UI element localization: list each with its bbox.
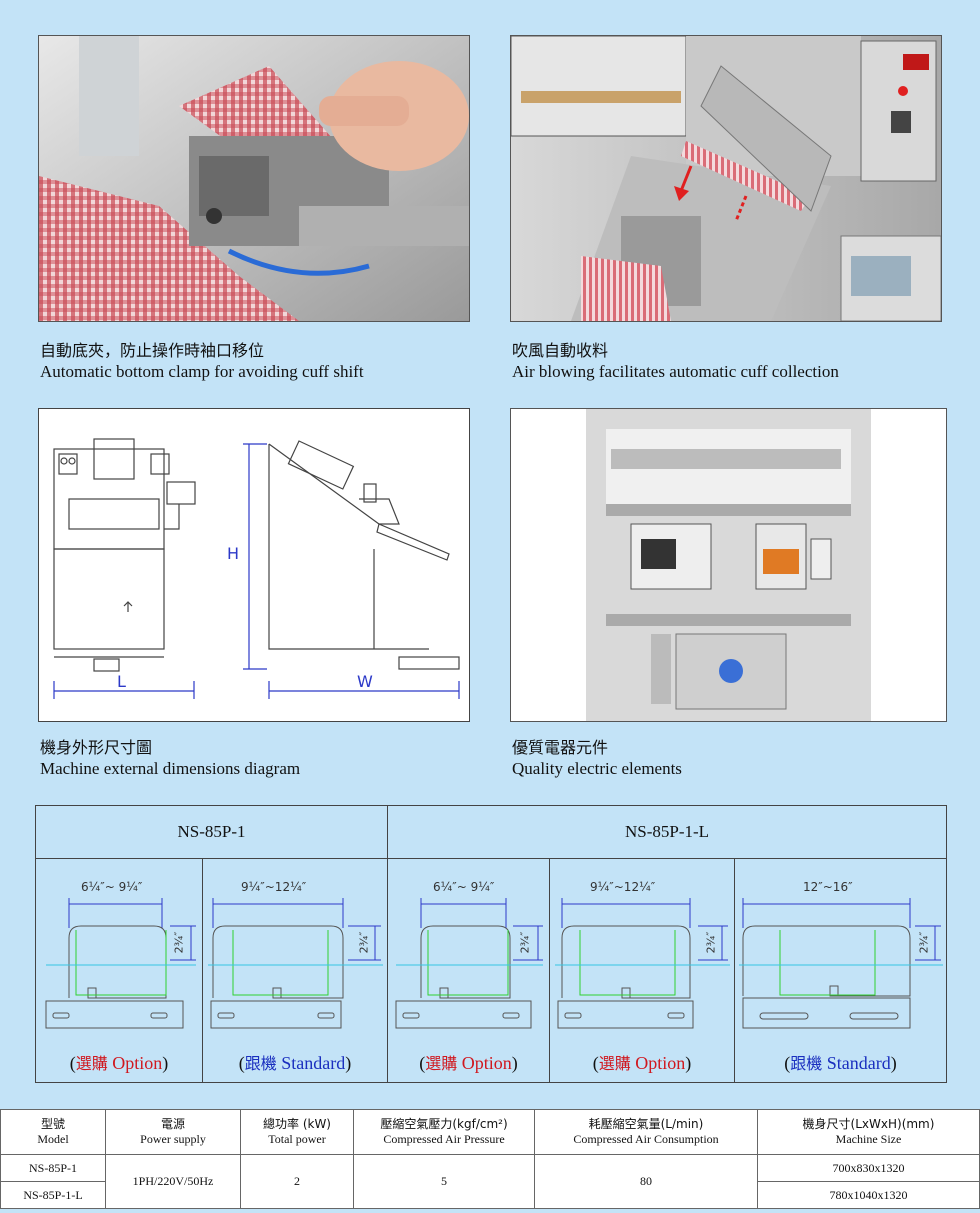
template-3-status-en: Option (461, 1053, 512, 1073)
row-1-size: 700x830x1320 (757, 1154, 980, 1182)
dimension-label-w: W (357, 672, 373, 691)
caption-clamp-en: Automatic bottom clamp for avoiding cuff… (40, 362, 364, 381)
header-power-supply-en: Power supply (140, 1132, 206, 1146)
electric-elements-photo (510, 408, 947, 722)
header-total-power-zh: 總功率 (kW) (263, 1117, 331, 1131)
caption-dims-en: Machine external dimensions diagram (40, 759, 301, 778)
header-machine-size-zh: 機身尺寸(LxWxH)(mm) (802, 1117, 935, 1131)
header-pressure-en: Compressed Air Pressure (383, 1132, 505, 1146)
header-model-en: Model (37, 1132, 69, 1146)
header-power-supply-zh: 電源 (160, 1117, 185, 1131)
template-1-status-zh: 選購 (75, 1054, 108, 1073)
caption-air: 吹風自動收料 Air blowing facilitates automatic… (512, 340, 839, 382)
template-4-status-zh: 選購 (598, 1054, 631, 1073)
model-header-right: NS-85P-1-L (388, 806, 946, 859)
template-1: 6¼″~ 9¼″ 2¾″ (選購 Option) (36, 858, 203, 1082)
header-model-zh: 型號 (40, 1117, 65, 1131)
template-3-status: (選購 Option) (419, 1053, 518, 1073)
template-3-width: 6¼″~ 9¼″ (433, 880, 495, 894)
template-2-height: 2¾″ (357, 931, 371, 954)
template-3-height: 2¾″ (518, 931, 532, 954)
shared-power-supply: 1PH/220V/50Hz (105, 1154, 241, 1209)
header-pressure: 壓縮空氣壓力(kgf/cm²)Compressed Air Pressure (353, 1109, 535, 1155)
clamp-photo (38, 35, 470, 322)
template-5: 12″~16″ 2¾″ (跟機 Standard) (735, 858, 946, 1082)
header-consumption-zh: 耗壓縮空氣量(L/min) (588, 1117, 704, 1131)
header-total-power: 總功率 (kW)Total power (240, 1109, 354, 1155)
caption-elec-en: Quality electric elements (512, 759, 682, 778)
template-3: 6¼″~ 9¼″ 2¾″ (選購 Option) (388, 858, 550, 1082)
template-5-status-zh: 跟機 (790, 1054, 823, 1073)
template-3-status-zh: 選購 (425, 1054, 458, 1073)
caption-air-zh: 吹風自動收料 (512, 341, 609, 360)
caption-elec-zh: 優質電器元件 (512, 738, 609, 757)
header-machine-size-en: Machine Size (835, 1132, 902, 1146)
dimension-label-l: L (117, 672, 126, 691)
template-5-status-en: Standard (826, 1053, 891, 1073)
template-4-height: 2¾″ (704, 931, 718, 954)
table-row: NS-85P-1-L 780x1040x1320 (0, 1181, 980, 1209)
air-blowing-photo (510, 35, 942, 322)
caption-dims-zh: 機身外形尺寸圖 (40, 738, 153, 757)
template-1-height: 2¾″ (172, 931, 186, 954)
template-5-width: 12″~16″ (803, 880, 853, 894)
row-2-size: 780x1040x1320 (757, 1181, 980, 1209)
template-2: 9¼″~12¼″ 2¾″ (跟機 Standard) (203, 858, 388, 1082)
caption-dims: 機身外形尺寸圖 Machine external dimensions diag… (40, 737, 300, 779)
caption-elec: 優質電器元件 Quality electric elements (512, 737, 682, 779)
row-2-model: NS-85P-1-L (0, 1181, 106, 1209)
shared-consumption: 80 (534, 1154, 758, 1209)
header-consumption-en: Compressed Air Consumption (573, 1132, 719, 1146)
header-pressure-zh: 壓縮空氣壓力(kgf/cm²) (380, 1117, 508, 1131)
template-4-width: 9¼″~12¼″ (590, 880, 656, 894)
template-5-status: (跟機 Standard) (784, 1053, 897, 1073)
caption-air-en: Air blowing facilitates automatic cuff c… (512, 362, 839, 381)
template-2-width: 9¼″~12¼″ (241, 880, 307, 894)
template-5-height: 2¾″ (917, 931, 931, 954)
template-4-status: (選購 Option) (592, 1053, 692, 1073)
dimensions-diagram: H L W (38, 408, 470, 722)
shared-pressure: 5 (353, 1154, 535, 1209)
template-1-status-en: Option (112, 1053, 163, 1073)
row-1-model: NS-85P-1 (0, 1154, 106, 1182)
template-1-width: 6¼″~ 9¼″ (81, 880, 143, 894)
template-1-status: (選購 Option) (69, 1053, 169, 1073)
caption-clamp-zh: 自動底夾，防止操作時袖口移位 (40, 341, 265, 360)
caption-clamp: 自動底夾，防止操作時袖口移位 Automatic bottom clamp fo… (40, 340, 364, 382)
template-options-panel: NS-85P-1 NS-85P-1-L 6¼″~ 9¼″ 2¾″ (選購 Opt… (35, 805, 947, 1083)
template-2-status-en: Standard (281, 1053, 346, 1073)
dimension-label-h: H (227, 544, 240, 563)
template-2-status: (跟機 Standard) (238, 1053, 352, 1073)
template-4: 9¼″~12¼″ 2¾″ (選購 Option) (550, 858, 735, 1082)
shared-total-power: 2 (240, 1154, 354, 1209)
template-4-status-en: Option (635, 1053, 686, 1073)
header-machine-size: 機身尺寸(LxWxH)(mm)Machine Size (757, 1109, 980, 1155)
header-total-power-en: Total power (268, 1132, 326, 1146)
template-2-status-zh: 跟機 (244, 1054, 277, 1073)
model-header-left: NS-85P-1 (36, 806, 388, 859)
header-consumption: 耗壓縮空氣量(L/min)Compressed Air Consumption (534, 1109, 758, 1155)
table-row: NS-85P-1 1PH/220V/50Hz 2 5 80 700x830x13… (0, 1154, 980, 1209)
